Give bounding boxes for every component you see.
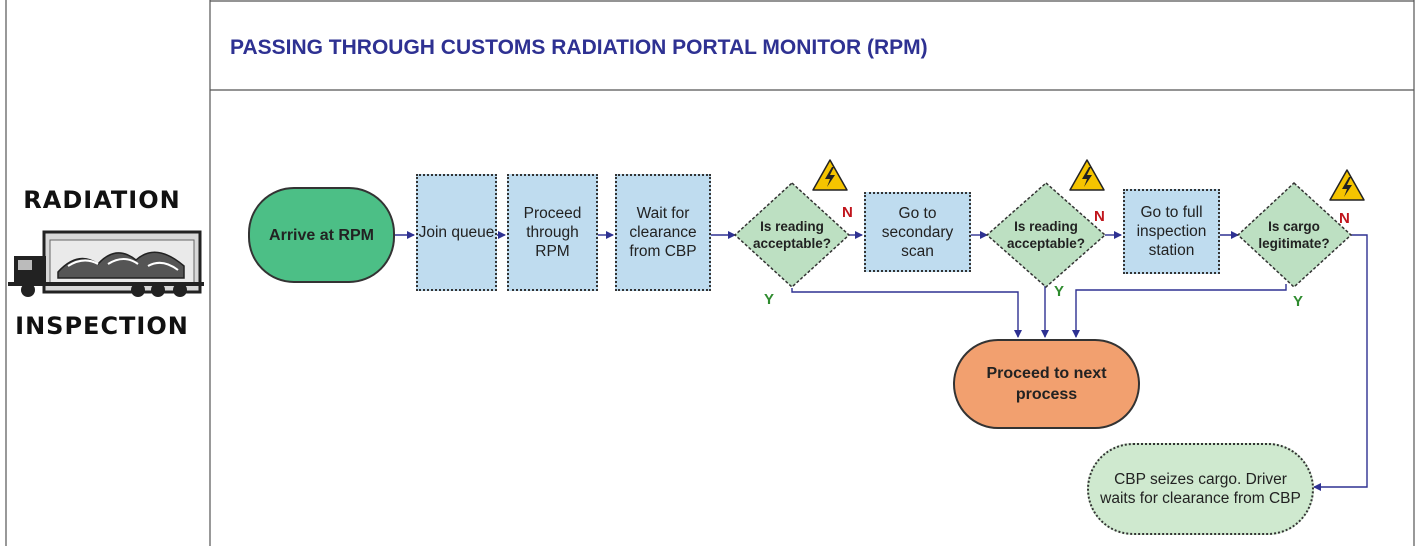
decision-1-label: Is reading acceptable?	[752, 219, 832, 251]
warning-triangle-icon	[1069, 159, 1105, 191]
truck-icon	[8, 230, 204, 297]
decision-3-diamond	[1236, 181, 1353, 289]
decision-3-label: Is cargo legitimate?	[1258, 219, 1330, 251]
start-node: Arrive at RPM	[248, 187, 395, 283]
warning-triangle-icon	[812, 159, 848, 191]
branch-label-no-1: N	[842, 204, 853, 221]
branch-label-yes-2: Y	[1054, 283, 1065, 300]
next-process-node: Proceed to next process	[953, 339, 1140, 429]
decision-2-label: Is reading acceptable?	[1006, 219, 1086, 251]
seize-cargo-node: CBP seizes cargo. Driver waits for clear…	[1087, 443, 1314, 535]
branch-label-no-2: N	[1094, 208, 1105, 225]
page-title: PASSING THROUGH CUSTOMS RADIATION PORTAL…	[230, 36, 928, 59]
branch-label-no-3: N	[1339, 210, 1350, 227]
process-full-inspection: Go to full inspection station	[1123, 189, 1220, 274]
warning-triangle-icon	[1329, 169, 1365, 201]
process-join-queue: Join queue	[416, 174, 497, 291]
decision-1-diamond	[733, 181, 851, 289]
process-wait-clearance: Wait for clearance from CBP	[615, 174, 711, 291]
branch-label-yes-1: Y	[764, 291, 775, 308]
decision-2-diamond	[985, 182, 1107, 288]
side-logo-top-word: RADIATION	[23, 186, 181, 214]
process-proceed-rpm: Proceed through RPM	[507, 174, 598, 291]
branch-label-yes-3: Y	[1293, 293, 1304, 310]
side-logo-bottom-word: INSPECTION	[15, 312, 189, 340]
process-secondary-scan: Go to secondary scan	[864, 192, 971, 272]
